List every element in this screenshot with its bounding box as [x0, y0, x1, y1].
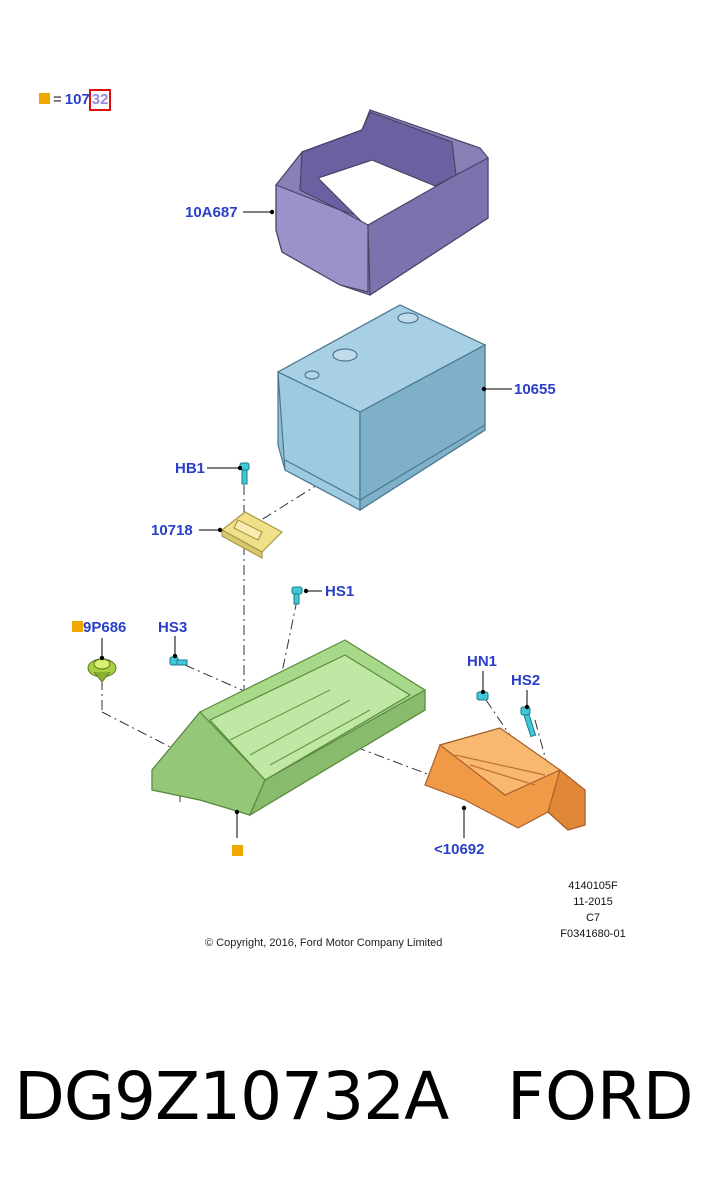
figure-id: F0341680-01	[560, 928, 626, 940]
tray-marker	[232, 843, 243, 861]
bolt-hb1-illustration	[239, 462, 250, 485]
leader-dots	[99, 209, 530, 815]
battery-support-illustration	[424, 727, 586, 831]
brand-name: FORD	[507, 1058, 694, 1135]
bolt-hs1-illustration	[291, 586, 303, 605]
legend-code: 107	[64, 91, 90, 108]
leader-lines	[101, 211, 528, 838]
clamp-illustration	[220, 511, 283, 560]
grommet-illustration	[87, 658, 117, 683]
callout-10692[interactable]: <10692	[434, 841, 485, 858]
callout-hs1[interactable]: HS1	[325, 583, 355, 600]
part-number: DG9Z10732A	[14, 1058, 449, 1135]
illustration-revision: C7	[585, 912, 601, 924]
callout-hs2[interactable]: HS2	[511, 672, 541, 689]
bolt-hs3-illustration	[169, 656, 188, 666]
illustration-id: 4140105F	[568, 880, 618, 892]
illustration-date: 11-2015	[573, 896, 613, 908]
callout-9p686[interactable]: 9P686	[72, 620, 126, 635]
callout-10718[interactable]: 10718	[151, 522, 193, 539]
battery-bracket-illustration	[275, 109, 489, 297]
grommet-marker	[72, 621, 83, 632]
callout-hs3[interactable]: HS3	[158, 619, 188, 636]
legend-code-highlight[interactable]: 32	[88, 89, 112, 111]
battery-tray-illustration	[151, 639, 426, 817]
bolt-hs2-illustration	[520, 706, 537, 738]
legend-equals: =	[53, 91, 62, 108]
battery-illustration	[276, 304, 487, 512]
copyright-notice: © Copyright, 2016, Ford Motor Company Li…	[205, 937, 443, 949]
callout-hn1[interactable]: HN1	[467, 653, 498, 670]
callout-9p686-label: 9P686	[83, 619, 127, 636]
callout-10a687[interactable]: 10A687	[185, 204, 238, 221]
exploded-parts-diagram	[87, 109, 586, 838]
callout-hb1[interactable]: HB1	[175, 460, 206, 477]
legend-marker	[39, 93, 50, 104]
callout-10655[interactable]: 10655	[514, 381, 556, 398]
